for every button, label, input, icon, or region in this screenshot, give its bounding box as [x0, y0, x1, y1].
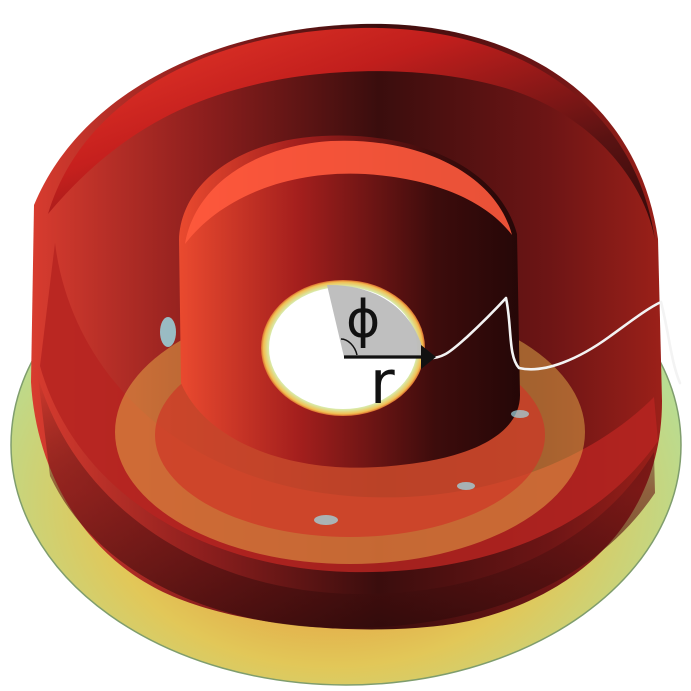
outer-ring-top-surface: [48, 27, 655, 241]
angle-label: ϕ: [346, 290, 380, 350]
radius-label: r: [370, 348, 395, 418]
inner-column-top: [185, 140, 512, 244]
lower-surface-speckle-right: [457, 482, 475, 490]
lower-surface-speckle-left: [314, 515, 338, 525]
left-surface-speckle: [160, 317, 176, 347]
radial-profile-trace: [423, 296, 682, 385]
angle-arc: [340, 338, 358, 356]
radius-arrowhead: [421, 345, 436, 369]
outer-ring-lower-shadow: [38, 377, 655, 629]
right-surface-speckle: [511, 410, 529, 418]
angle-sector: [327, 284, 425, 357]
